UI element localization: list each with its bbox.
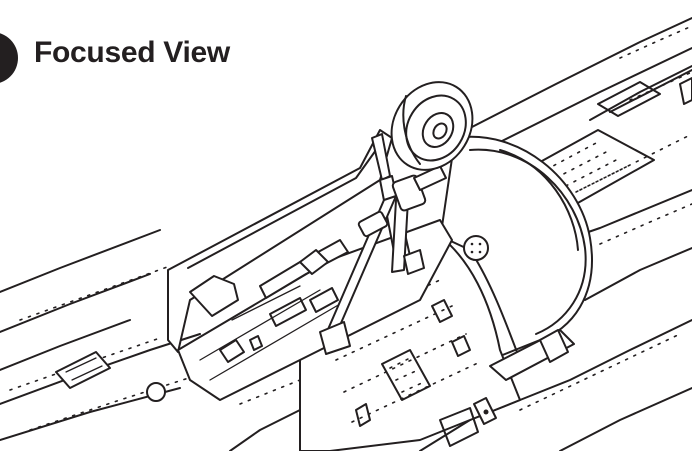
wheel bbox=[390, 81, 474, 171]
inspection-port bbox=[463, 235, 489, 261]
vent-panel bbox=[597, 77, 692, 117]
small-vent bbox=[355, 299, 471, 427]
actuator-lower bbox=[439, 329, 575, 447]
placard bbox=[55, 351, 111, 389]
wing-hole bbox=[146, 382, 166, 402]
page-title: Focused View bbox=[34, 36, 230, 69]
step-marker bbox=[0, 33, 18, 83]
gear-strut bbox=[259, 133, 447, 355]
access-panel-body bbox=[381, 349, 431, 401]
